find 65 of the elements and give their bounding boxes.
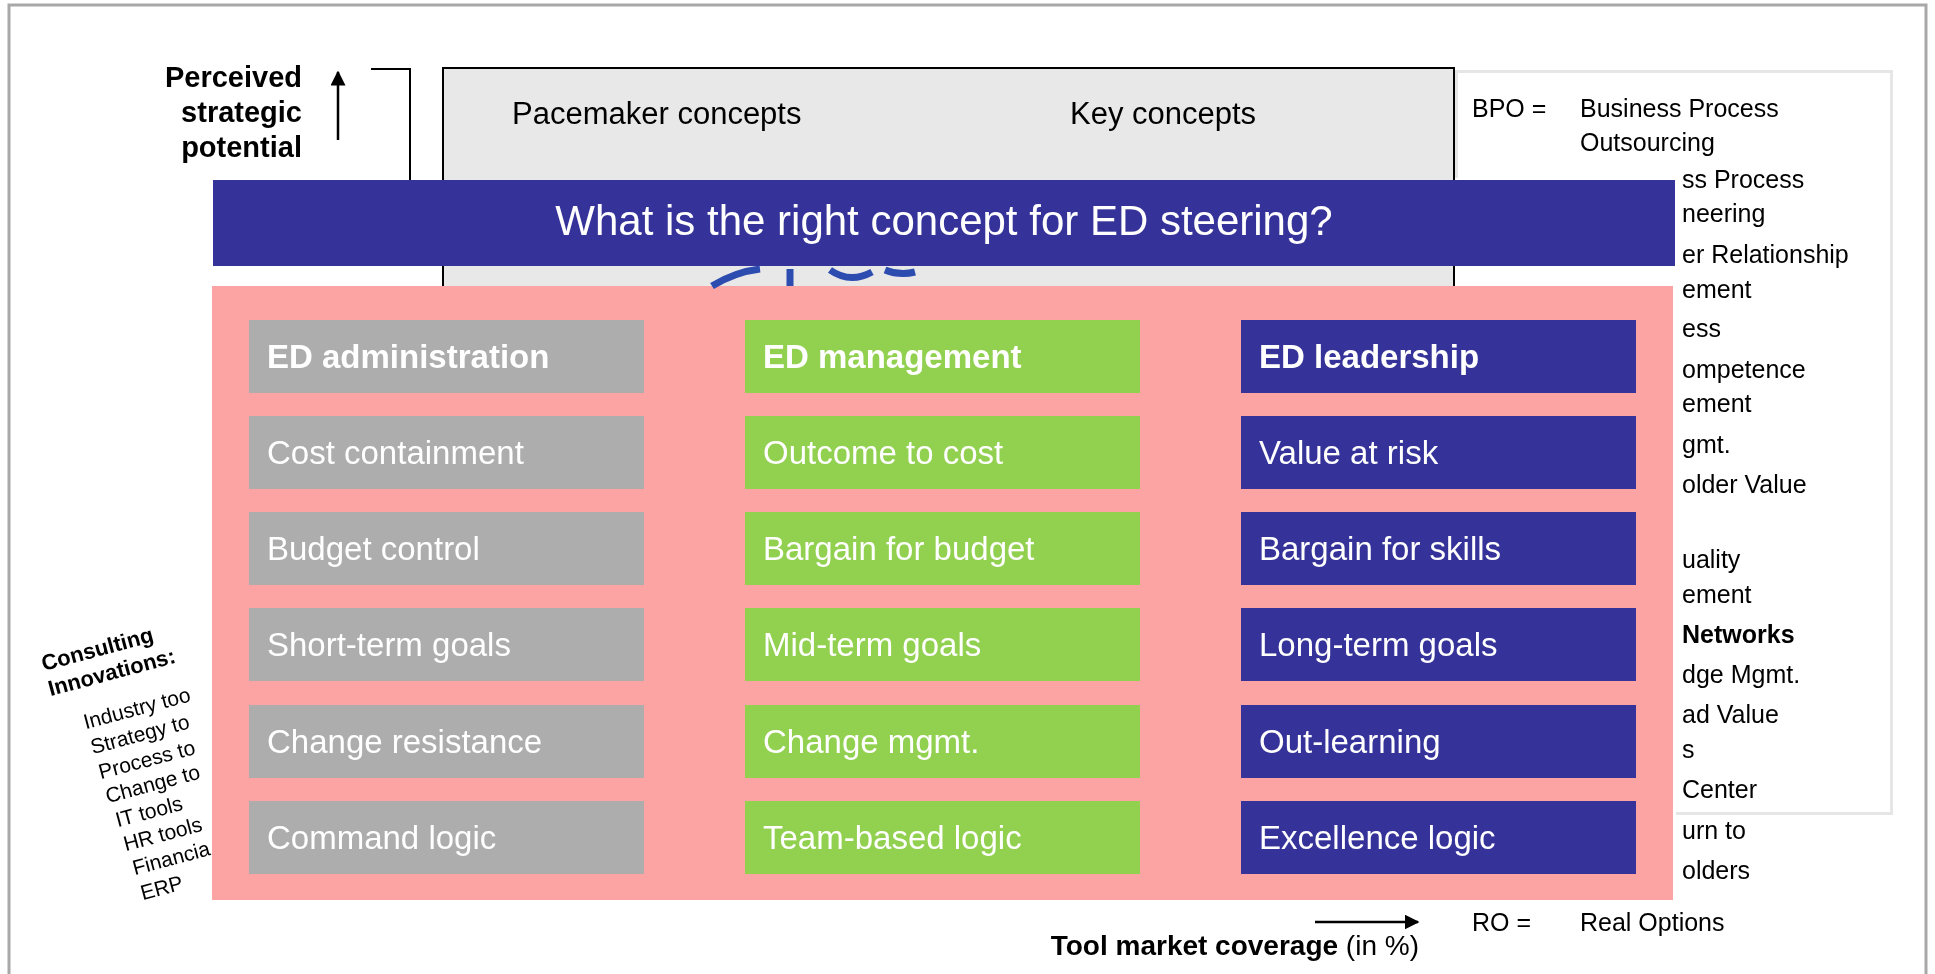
abbreviation-text: ement <box>1682 388 1752 419</box>
concept-label: Bargain for budget <box>763 529 1035 569</box>
abbreviation-text: older Value <box>1682 469 1807 500</box>
abbreviation-text: s <box>1682 734 1695 765</box>
column-header <box>745 320 1140 393</box>
quadrant-label: Pacemaker concepts <box>512 95 802 133</box>
abbreviation-text: RO = <box>1472 907 1532 938</box>
abbreviation-text: Real Options <box>1580 907 1725 938</box>
abbreviation-text: uality <box>1682 544 1741 575</box>
concept-label: Bargain for skills <box>1259 529 1502 569</box>
concept-box <box>1241 416 1636 489</box>
abbreviation-text: ad Value <box>1682 699 1779 730</box>
abbreviation-text: Networks <box>1682 619 1795 650</box>
concept-box <box>1241 801 1636 874</box>
abbreviation-text: ement <box>1682 579 1752 610</box>
abbreviation-text: urn to <box>1682 815 1746 846</box>
concept-label: Budget control <box>267 529 480 569</box>
concept-label: Mid-term goals <box>763 625 982 665</box>
question-banner <box>213 180 1675 266</box>
abbreviation-text: er Relationship <box>1682 239 1849 270</box>
abbreviation-text: ess <box>1682 313 1721 344</box>
abbreviation-text: olders <box>1682 855 1751 886</box>
concept-label: ED administration <box>267 337 550 377</box>
axis-title: Tool market coverage (in %) <box>1049 930 1419 962</box>
concept-box <box>745 608 1140 681</box>
concept-box <box>249 608 644 681</box>
abbreviation-text: neering <box>1682 198 1766 229</box>
concept-box <box>1241 512 1636 585</box>
concept-comparison-panel <box>212 286 1673 900</box>
abbreviation-text: gmt. <box>1682 429 1731 460</box>
concept-box <box>745 512 1140 585</box>
column-header <box>1241 320 1636 393</box>
concept-label: ED leadership <box>1259 337 1480 377</box>
concept-matrix-panel <box>442 67 1455 180</box>
axis-title: Perceived strategic potential <box>163 60 302 165</box>
concept-box <box>745 705 1140 778</box>
abbreviation-text: ss Process <box>1682 164 1805 195</box>
concept-box <box>745 416 1140 489</box>
concept-label: ED management <box>763 337 1022 377</box>
concept-label: Change mgmt. <box>763 722 980 762</box>
concept-label: Long-term goals <box>1259 625 1498 665</box>
abbreviation-text: ompetence <box>1682 354 1806 385</box>
concept-box <box>745 801 1140 874</box>
concept-label: Outcome to cost <box>763 433 1004 473</box>
concept-box <box>249 416 644 489</box>
concept-label: Value at risk <box>1259 433 1439 473</box>
banner-title: What is the right concept for ED steering? <box>554 198 1334 244</box>
concept-label: Team-based logic <box>763 818 1022 858</box>
concept-label: Command logic <box>267 818 497 858</box>
quadrant-label: Key concepts <box>1070 95 1257 133</box>
concept-label: Excellence logic <box>1259 818 1496 858</box>
concept-box <box>249 512 644 585</box>
abbreviation-text: ement <box>1682 274 1752 305</box>
concept-label: Change resistance <box>267 722 543 762</box>
abbreviation-text: BPO = <box>1472 93 1547 124</box>
concept-label: Out-learning <box>1259 722 1441 762</box>
abbreviation-text: dge Mgmt. <box>1682 659 1801 690</box>
concept-box <box>249 801 644 874</box>
concept-label: Short-term goals <box>267 625 511 665</box>
column-header <box>249 320 644 393</box>
abbreviation-text: Center <box>1682 774 1758 805</box>
concept-label: Cost containment <box>267 433 524 473</box>
concept-box <box>249 705 644 778</box>
concept-box <box>1241 608 1636 681</box>
concept-box <box>1241 705 1636 778</box>
